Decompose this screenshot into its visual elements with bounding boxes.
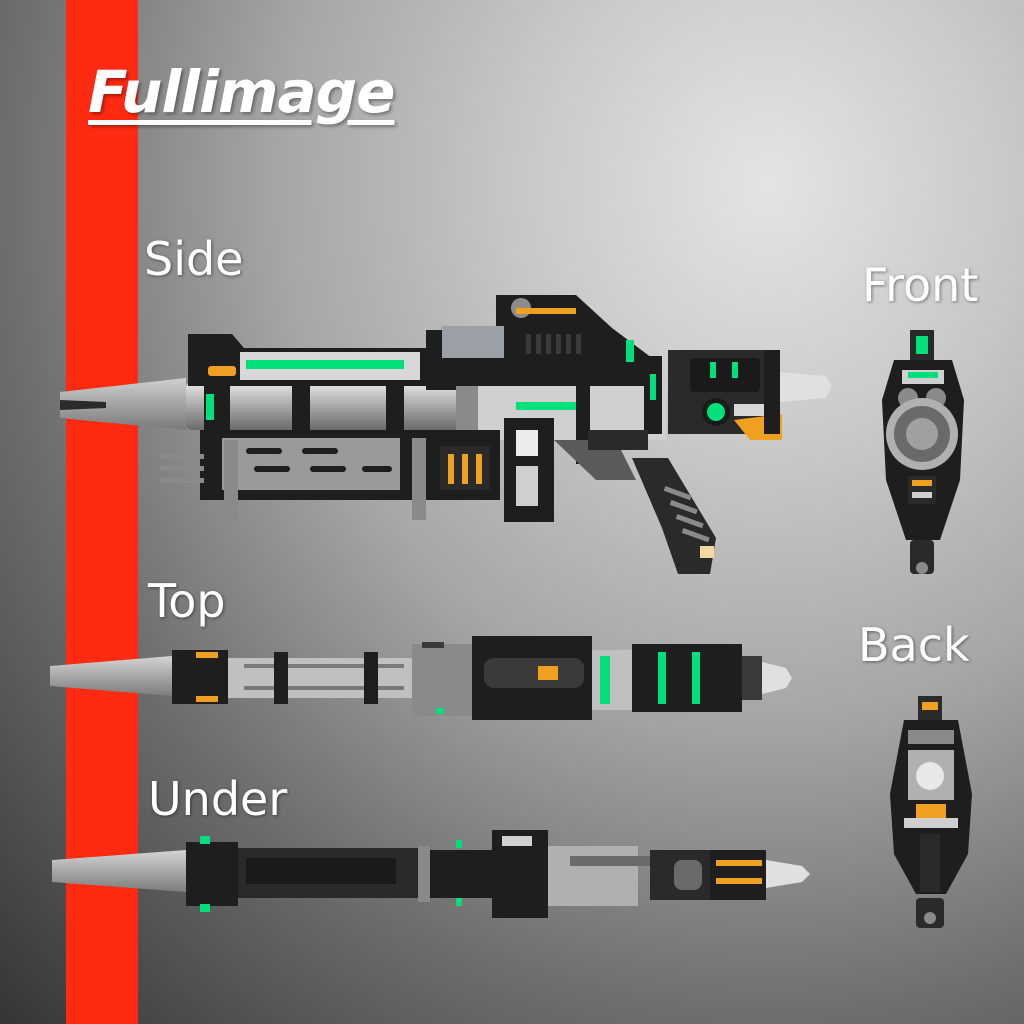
side-view-label: Side (144, 232, 244, 286)
front-view-label: Front (862, 258, 979, 312)
top-view-label: Top (148, 574, 226, 628)
back-view-label: Back (858, 618, 970, 672)
gun-back-view (890, 696, 972, 928)
gun-under-view (52, 830, 810, 918)
gun-front-view (882, 330, 964, 574)
under-view-label: Under (148, 772, 288, 826)
red-side-stripe (66, 0, 138, 1024)
page-title: Fullimage (88, 58, 395, 126)
gun-side-view (60, 295, 832, 574)
gun-top-view (50, 636, 792, 720)
